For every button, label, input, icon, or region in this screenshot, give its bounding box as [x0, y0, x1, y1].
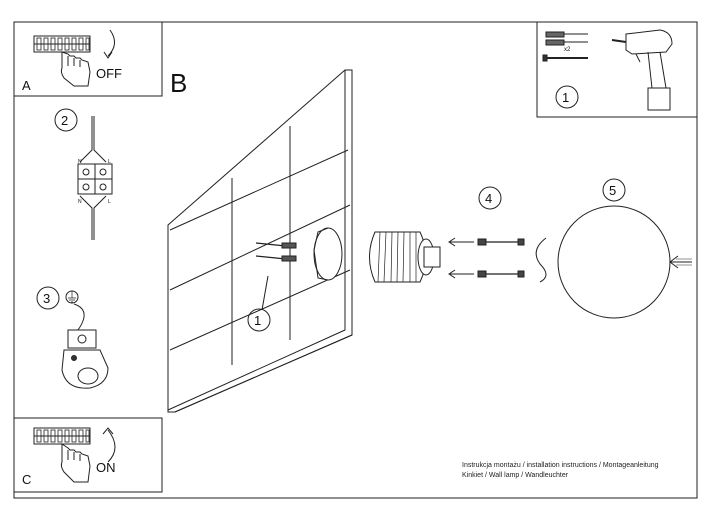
mounting-screws [255, 242, 297, 262]
panel-c-action: ON [96, 460, 116, 475]
shade-screws [477, 238, 525, 278]
terminal-n-bottom: N [78, 199, 82, 205]
panel-b-letter: B [170, 68, 187, 98]
mounting-plate [313, 227, 343, 281]
step-number-shade: 5 [609, 183, 616, 198]
step-circle-ground [36, 286, 60, 310]
caption-line-2: Kinkiet / Wall lamp / Wandleuchter [462, 472, 569, 479]
terminal-l-top: L [108, 159, 111, 165]
step-number-wall-mount: 1 [254, 313, 261, 328]
page-border [13, 21, 698, 499]
retaining-wire [535, 237, 547, 283]
panel-c-switch-on [13, 417, 163, 493]
arrow-down-icon [103, 29, 115, 59]
screw-icon [542, 54, 588, 62]
wiring-diagram [77, 116, 113, 240]
step-number-screws: 4 [485, 191, 492, 206]
panel-a-letter: A [22, 78, 31, 93]
wall-plug-icon [545, 31, 588, 46]
breaker-icon [33, 427, 91, 445]
panel-a-action: OFF [96, 66, 122, 81]
ground-connection [61, 290, 109, 389]
step-number-wiring: 2 [61, 113, 68, 128]
breaker-icon [33, 35, 91, 53]
step-number-ground: 3 [43, 291, 50, 306]
arrow-left-icon [448, 237, 474, 279]
wall-tiles [167, 69, 353, 413]
step-circle-shade [602, 178, 626, 202]
terminal-l-bottom: L [108, 199, 111, 205]
hand-icon [60, 51, 91, 87]
arrow-up-icon [102, 427, 116, 463]
step-circle-tools [555, 85, 579, 109]
lamp-body [369, 231, 441, 283]
panel-a-switch-off [13, 21, 163, 97]
leader-line [261, 275, 269, 311]
hand-icon [60, 443, 91, 483]
dowel-quantity: x2 [564, 47, 571, 53]
step-circle-wall-mount [247, 308, 271, 332]
terminal-n-top: N [78, 159, 82, 165]
step-circle-screws [478, 186, 502, 210]
drill-icon [611, 29, 673, 111]
glass-shade [557, 205, 671, 319]
tools-panel [536, 21, 698, 118]
arrow-left-icon [669, 255, 692, 269]
step-number-tools: 1 [562, 90, 569, 105]
panel-c-letter: C [22, 472, 31, 487]
caption-line-1: Instrukcja montażu / installation instru… [462, 462, 659, 469]
step-circle-wiring [54, 108, 78, 132]
